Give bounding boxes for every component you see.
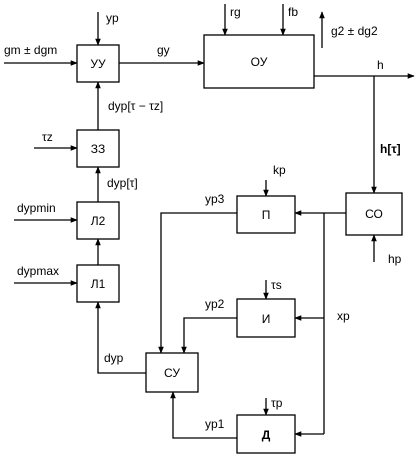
block-zz: ЗЗ (76, 129, 120, 168)
label-dyp-delayed: dyp[τ − τz] (108, 99, 163, 113)
signal-labels: yp gm ± dgm gy rg fb g2 ± dg2 h h[τ] dyp… (4, 5, 402, 431)
label-rg: rg (230, 5, 241, 19)
block-i: И (236, 298, 296, 338)
block-l2: Л2 (76, 201, 120, 240)
label-kp: kp (273, 163, 286, 177)
block-su-label: СУ (164, 366, 180, 380)
label-gm-input: gm ± dgm (4, 43, 57, 57)
block-ou: ОУ (203, 34, 315, 89)
label-dyp: dyp (104, 351, 124, 365)
label-hp: hp (388, 252, 402, 266)
label-h-tau: h[τ] (380, 142, 401, 156)
label-dypmin: dypmin (17, 201, 56, 215)
label-yp1: yp1 (205, 417, 225, 431)
label-tau-z: τz (42, 130, 53, 144)
label-dyp-tau: dyp[τ] (107, 176, 138, 190)
block-co-label: СО (365, 207, 383, 221)
label-tau-p: τp (271, 396, 283, 410)
block-l1-label: Л1 (91, 277, 106, 291)
label-yp3: yp3 (205, 192, 225, 206)
block-l1: Л1 (76, 264, 120, 303)
label-dypmax: dypmax (17, 264, 59, 278)
block-ou-label: ОУ (251, 55, 268, 69)
block-l2-label: Л2 (91, 214, 106, 228)
block-uu: УУ (76, 44, 120, 83)
block-p: П (236, 195, 296, 234)
label-h: h (377, 58, 384, 72)
wires (4, 4, 415, 439)
label-g2: g2 ± dg2 (331, 24, 378, 38)
block-p-label: П (262, 208, 271, 222)
label-yp-input: yp (106, 11, 119, 25)
block-d-label: Д (262, 428, 271, 442)
block-co: СО (345, 192, 403, 236)
label-yp2: yp2 (205, 297, 225, 311)
block-su: СУ (145, 352, 199, 393)
label-xp: xp (337, 309, 350, 323)
block-i-label: И (262, 312, 271, 326)
block-uu-label: УУ (90, 57, 106, 71)
label-fb: fb (288, 5, 298, 19)
block-d: Д (236, 414, 296, 454)
block-zz-label: ЗЗ (91, 142, 106, 156)
label-tau-s: τs (271, 278, 282, 292)
label-gy: gy (157, 43, 170, 57)
